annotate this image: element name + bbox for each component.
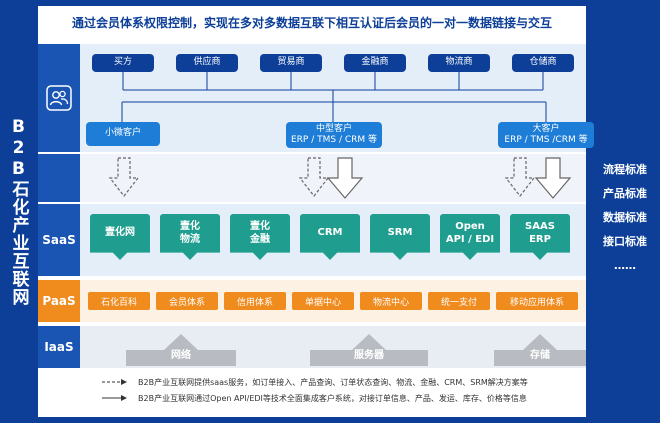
architecture-panel: 通过会员体系权限控制，实现在多对多数据互联下相互认证后会员的一对一数据链接与交互… bbox=[38, 6, 594, 417]
side-title: B2B石化产业互联网 bbox=[0, 0, 38, 423]
saas-item-open-api: Open API / EDI bbox=[440, 214, 500, 260]
solid-down-arrow-medium bbox=[326, 157, 364, 199]
saas-item-logistics-line2: 物流 bbox=[180, 233, 200, 245]
member-finance: 金融商 bbox=[344, 54, 406, 72]
paas-item-credit: 信用体系 bbox=[224, 292, 286, 310]
paas-item-encyclopedia: 石化百科 bbox=[88, 292, 150, 310]
customer-large-label: 大客户 bbox=[532, 123, 560, 134]
dashed-down-arrow-large bbox=[504, 157, 536, 197]
customer-small-label: 小微客户 bbox=[104, 128, 141, 139]
paas-item-mobile: 移动应用体系 bbox=[496, 292, 578, 310]
up-arrow-network bbox=[126, 334, 236, 366]
standard-more: …… bbox=[614, 259, 636, 272]
standard-data: 数据标准 bbox=[603, 211, 647, 224]
header-statement: 通过会员体系权限控制，实现在多对多数据互联下相互认证后会员的一对一数据链接与交互 bbox=[71, 15, 552, 30]
solid-down-arrow-large bbox=[534, 157, 572, 199]
saas-item-finance: 壹化 金融 bbox=[230, 214, 290, 260]
dashed-down-arrow-small bbox=[108, 157, 140, 197]
connector-lines bbox=[121, 72, 547, 122]
paas-layer: PaaS 石化百科 会员体系 信用体系 单据中心 物流中心 统一支付 移动应用体… bbox=[38, 280, 586, 322]
member-logistics: 物流商 bbox=[428, 54, 490, 72]
saas-label: SaaS bbox=[38, 204, 80, 276]
customer-medium-label: 中型客户 bbox=[315, 123, 352, 134]
saas-item-crm-label: CRM bbox=[317, 227, 343, 239]
dashed-arrow-icon bbox=[102, 379, 127, 385]
iaas-storage-label: 存储 bbox=[530, 350, 550, 361]
saas-layer-body: 壹化网 壹化 物流 壹化 金融 CRM SRM Open A bbox=[80, 204, 586, 276]
legend-saas-text: B2B产业互联网提供saas服务，如订单接入、产品查询、订单状态查询、物流、金融… bbox=[138, 377, 528, 387]
saas-item-srm: SRM bbox=[370, 214, 430, 260]
saas-item-yihuawang-label: 壹化网 bbox=[105, 227, 135, 239]
standards-list: 流程标准 产品标准 数据标准 接口标准 …… bbox=[590, 158, 660, 278]
saas-item-logistics-line1: 壹化 bbox=[180, 221, 200, 232]
standard-interface: 接口标准 bbox=[603, 235, 647, 248]
saas-layer: SaaS 壹化网 壹化 物流 壹化 金融 CRM SRM bbox=[38, 204, 586, 276]
paas-layer-body: 石化百科 会员体系 信用体系 单据中心 物流中心 统一支付 移动应用体系 bbox=[80, 280, 586, 322]
member-warehouse: 仓储商 bbox=[512, 54, 574, 72]
iaas-storage: 存储 bbox=[494, 332, 586, 366]
saas-item-finance-line2: 金融 bbox=[250, 233, 270, 245]
users-icon-cell bbox=[38, 44, 80, 152]
legend: B2B产业互联网提供saas服务，如订单接入、产品查询、订单状态查询、物流、金融… bbox=[102, 374, 582, 406]
legend-row-integration: B2B产业互联网通过Open API/EDI等技术全面集成客户系统，对接订单信息… bbox=[102, 390, 582, 406]
customer-large: 大客户 ERP / TMS /CRM 等 bbox=[498, 122, 594, 148]
paas-item-membership: 会员体系 bbox=[156, 292, 218, 310]
customer-medium: 中型客户 ERP / TMS / CRM 等 bbox=[286, 122, 382, 148]
iaas-layer: IaaS 网络 服务器 存 bbox=[38, 326, 586, 368]
saas-item-saas-erp: SAAS ERP bbox=[510, 214, 570, 260]
flow-arrows-side bbox=[38, 154, 80, 202]
customer-layer: 买方 供应商 贸易商 金融商 物流商 仓储商 bbox=[38, 44, 594, 152]
customer-small: 小微客户 bbox=[86, 122, 160, 146]
saas-item-crm: CRM bbox=[300, 214, 360, 260]
dashed-down-arrow-medium bbox=[298, 157, 330, 197]
saas-item-open-api-line2: API / EDI bbox=[445, 233, 495, 245]
up-arrow-server bbox=[310, 334, 428, 366]
side-title-text: B2B石化产业互联网 bbox=[8, 117, 29, 306]
saas-item-srm-label: SRM bbox=[387, 227, 413, 239]
paas-item-documents: 单据中心 bbox=[292, 292, 354, 310]
saas-item-open-api-line1: Open bbox=[455, 221, 485, 232]
saas-item-yihuawang: 壹化网 bbox=[90, 214, 150, 260]
iaas-server-label: 服务器 bbox=[354, 350, 384, 361]
legend-integration-text: B2B产业互联网通过Open API/EDI等技术全面集成客户系统，对接订单信息… bbox=[138, 393, 527, 403]
paas-item-logistics: 物流中心 bbox=[360, 292, 422, 310]
iaas-label: IaaS bbox=[38, 326, 80, 368]
saas-item-finance-line1: 壹化 bbox=[250, 221, 270, 232]
member-supplier: 供应商 bbox=[176, 54, 238, 72]
paas-item-payment: 统一支付 bbox=[428, 292, 490, 310]
saas-item-saas-erp-line1: SAAS bbox=[525, 221, 555, 232]
solid-arrow-icon bbox=[102, 395, 127, 401]
saas-item-saas-erp-line2: ERP bbox=[529, 233, 551, 245]
users-icon bbox=[46, 85, 72, 111]
flow-arrows-body bbox=[80, 154, 586, 202]
paas-label: PaaS bbox=[38, 280, 80, 322]
customer-medium-systems: ERP / TMS / CRM 等 bbox=[290, 135, 377, 145]
flow-arrows-band bbox=[38, 154, 586, 202]
standard-product: 产品标准 bbox=[603, 187, 647, 200]
standard-process: 流程标准 bbox=[603, 163, 647, 176]
iaas-network: 网络 bbox=[126, 332, 236, 366]
iaas-network-label: 网络 bbox=[171, 350, 191, 361]
member-trader: 贸易商 bbox=[260, 54, 322, 72]
legend-row-saas: B2B产业互联网提供saas服务，如订单接入、产品查询、订单状态查询、物流、金融… bbox=[102, 374, 582, 390]
saas-item-logistics: 壹化 物流 bbox=[160, 214, 220, 260]
flow-arrows bbox=[108, 157, 572, 199]
iaas-layer-body: 网络 服务器 存储 bbox=[80, 326, 586, 368]
customer-layer-body: 买方 供应商 贸易商 金融商 物流商 仓储商 bbox=[80, 44, 594, 152]
customer-large-systems: ERP / TMS /CRM 等 bbox=[504, 135, 588, 145]
iaas-server: 服务器 bbox=[310, 332, 428, 366]
up-arrow-storage bbox=[494, 334, 586, 366]
member-buyer: 买方 bbox=[92, 54, 154, 72]
